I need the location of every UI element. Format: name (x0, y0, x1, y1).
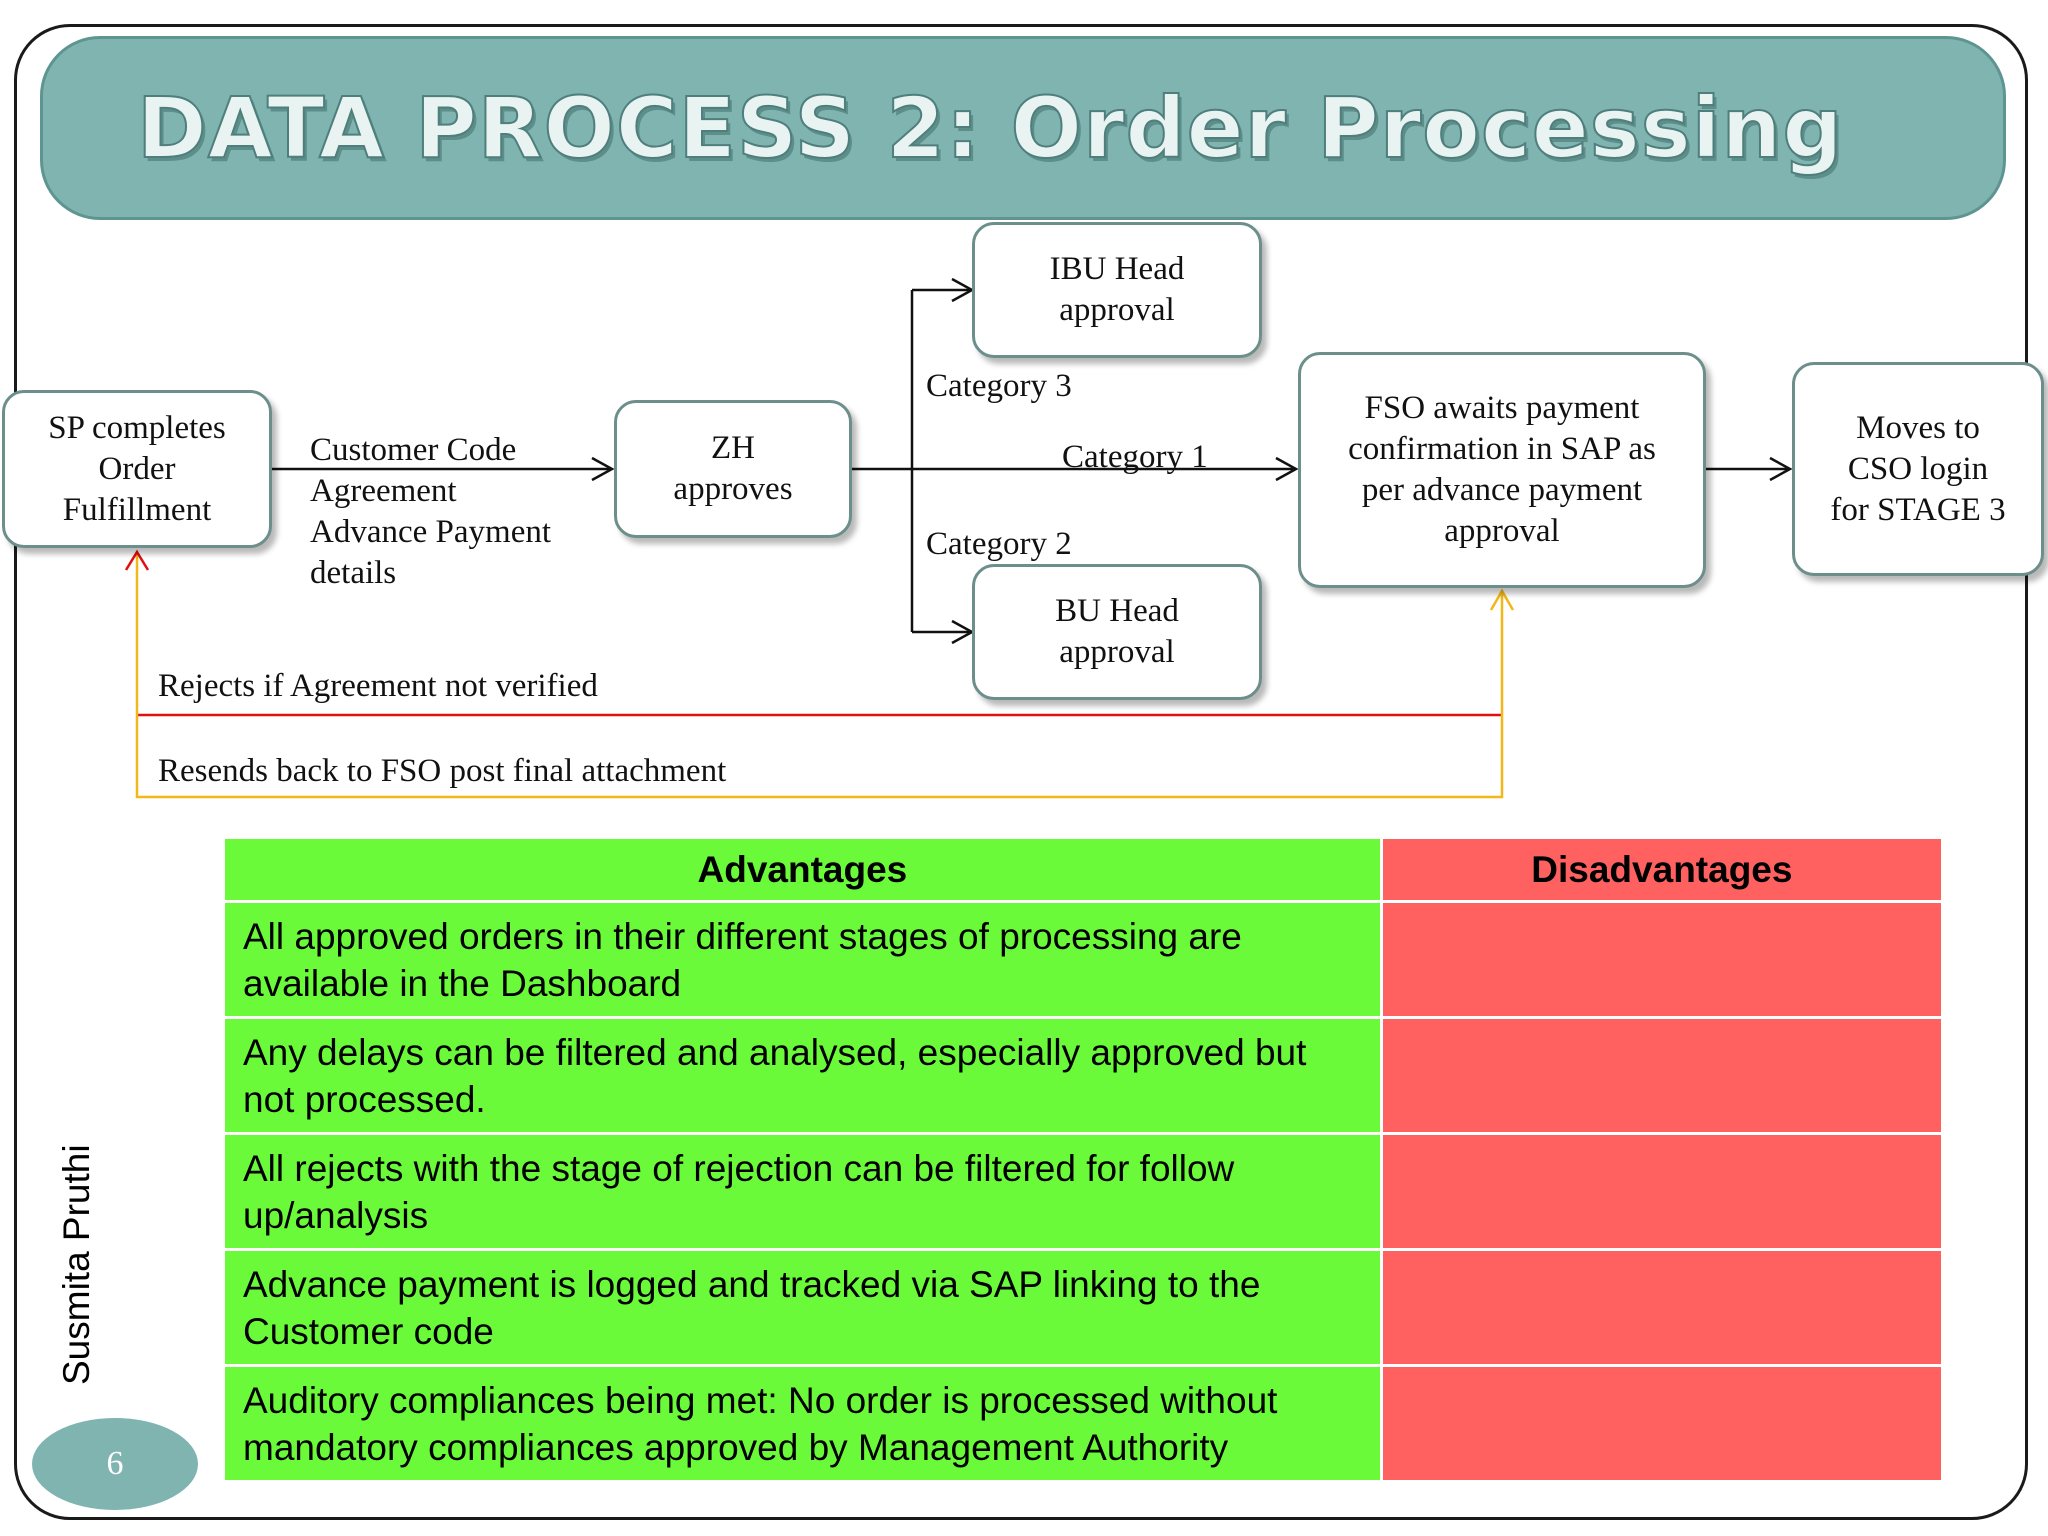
edge-label-customer-code: Customer Code (310, 432, 517, 468)
disadvantage-cell (1379, 1016, 1945, 1135)
resend-label: Resends back to FSO post final attachmen… (158, 753, 727, 789)
edge-label-category-3: Category 3 (926, 368, 1072, 404)
table-header-row: Advantages Disadvantages (222, 836, 1945, 903)
title-banner: DATA PROCESS 2: Order Processing (40, 36, 2006, 220)
table-row: All approved orders in their different s… (222, 900, 1945, 1019)
arrowhead-zh (591, 456, 615, 482)
slide-frame (14, 24, 2028, 1520)
disadvantage-cell (1379, 1364, 1945, 1483)
advantage-cell: All approved orders in their different s… (222, 900, 1383, 1019)
resend-line (135, 553, 1504, 799)
page-number: 6 (106, 1445, 124, 1482)
page-number-badge: 6 (32, 1418, 198, 1510)
edge-label-agreement: Agreement (310, 473, 457, 509)
edge-label-category-2: Category 2 (926, 526, 1072, 562)
table-row: Auditory compliances being met: No order… (222, 1364, 1945, 1483)
edge-label-details: details (310, 555, 397, 591)
arrowhead-fso-return (1489, 588, 1515, 611)
disadvantage-cell (1379, 900, 1945, 1019)
disadvantage-cell (1379, 1132, 1945, 1251)
node-cso-login: Moves to CSO login for STAGE 3 (1792, 362, 2044, 576)
advantages-header: Advantages (222, 836, 1383, 903)
advantage-cell: Advance payment is logged and tracked vi… (222, 1248, 1383, 1367)
arrowhead-cso (1769, 456, 1793, 482)
advantage-cell: Any delays can be filtered and analysed,… (222, 1016, 1383, 1135)
edge-label-category-1: Category 1 (1062, 439, 1208, 475)
reject-label: Rejects if Agreement not verified (158, 668, 598, 704)
node-sp-order-fulfillment: SP completes Order Fulfillment (2, 390, 272, 548)
author-name: Susmita Pruthi (56, 1144, 97, 1385)
edge-label-advance-payment: Advance Payment (310, 514, 552, 550)
arrowhead-fso (1275, 456, 1299, 482)
node-fso-awaits-payment: FSO awaits payment confirmation in SAP a… (1298, 352, 1706, 588)
arrowhead-sp-return (124, 549, 150, 571)
table-row: Any delays can be filtered and analysed,… (222, 1016, 1945, 1135)
advantages-disadvantages-table: Advantages Disadvantages All approved or… (222, 836, 1945, 1483)
advantage-cell: Auditory compliances being met: No order… (222, 1364, 1383, 1483)
disadvantage-cell (1379, 1248, 1945, 1367)
advantage-cell: All rejects with the stage of rejection … (222, 1132, 1383, 1251)
node-zh-approves: ZH approves (614, 400, 852, 538)
table-row: All rejects with the stage of rejection … (222, 1132, 1945, 1251)
slide-title: DATA PROCESS 2: Order Processing (136, 78, 1844, 178)
disadvantages-header: Disadvantages (1379, 836, 1945, 903)
node-ibu-head-approval: IBU Head approval (972, 222, 1262, 358)
table-row: Advance payment is logged and tracked vi… (222, 1248, 1945, 1367)
node-bu-head-approval: BU Head approval (972, 564, 1262, 700)
